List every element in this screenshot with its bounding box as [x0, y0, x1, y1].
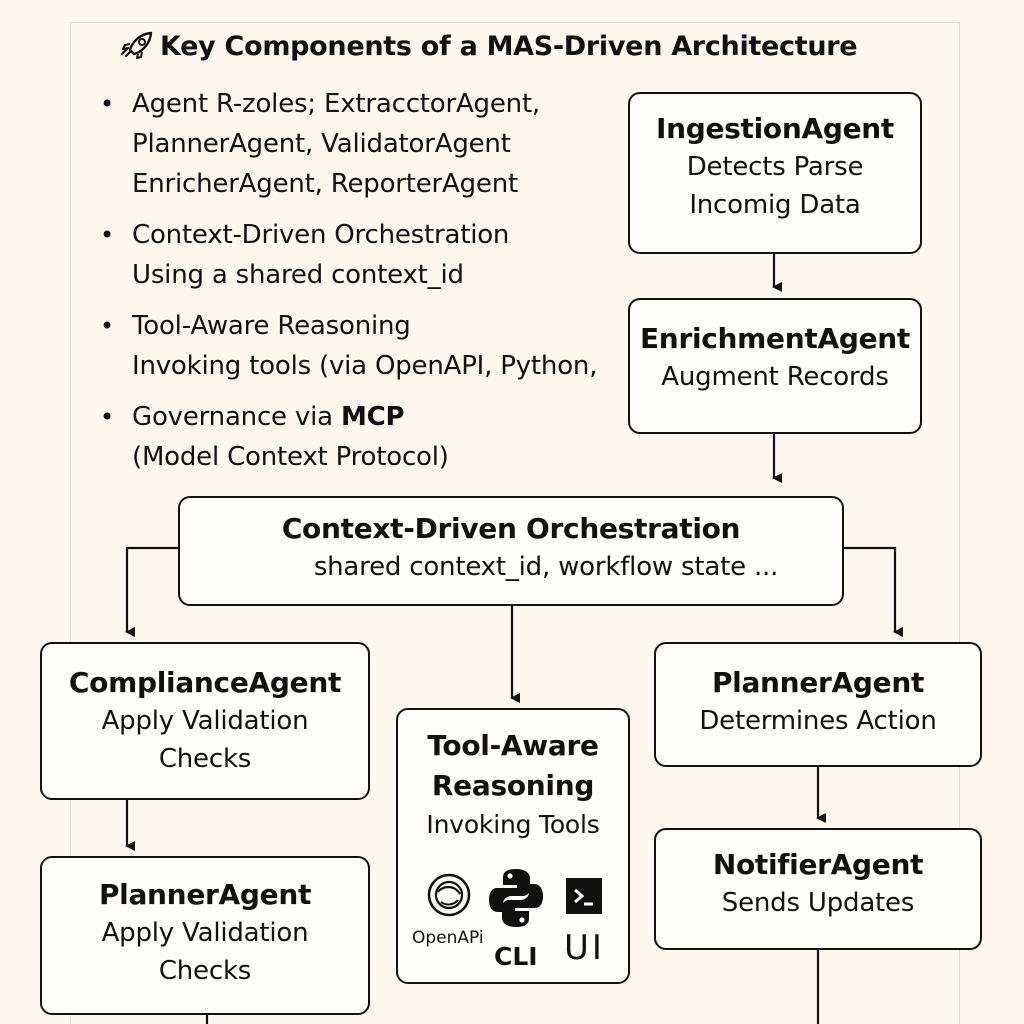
compliance-agent-title: ComplianceAgent: [68, 666, 342, 699]
list-item-line: (Model Context Protocol): [132, 442, 449, 472]
list-item-line: Invoking tools (via OpenAPI, Python,: [132, 351, 598, 381]
list-item-line: Agent R-zoles; ExtracctorAgent,: [132, 89, 540, 119]
compliance-agent-line: Apply Validation: [101, 706, 309, 736]
governance-mcp: MCP: [340, 402, 405, 432]
compliance-agent-box: ComplianceAgent Apply Validation Checks: [40, 642, 370, 800]
list-item-line: EnricherAgent, ReporterAgent: [132, 169, 518, 199]
list-item-line: PlannerAgent, ValidatorAgent: [132, 129, 511, 159]
tool-reasoning-box: Tool-Aware Reasoning Invoking Tools Open…: [396, 708, 630, 984]
notifier-agent-box: NotifierAgent Sends Updates: [654, 828, 982, 950]
orchestration-title: Context-Driven Orchestration: [281, 512, 741, 545]
enrichment-agent-title: EnrichmentAgent: [639, 322, 910, 355]
tool-reasoning-title: Tool-Aware: [427, 729, 599, 762]
list-item-line: Tool-Aware Reasoning: [132, 311, 411, 341]
planner-agent-left-box: PlannerAgent Apply Validation Checks: [40, 856, 370, 1015]
list-item-orchestration: Context-Driven Orchestration Using a sha…: [100, 215, 620, 295]
ui-label: UI: [564, 928, 605, 968]
list-item-tool-reasoning: Tool-Aware Reasoning Invoking tools (via…: [100, 306, 620, 386]
enrichment-agent-line: Augment Records: [661, 362, 889, 392]
planner-agent-right-box: PlannerAgent Determines Action: [654, 642, 982, 767]
ingestion-agent-box: IngestionAgent Detects Parse Incomig Dat…: [628, 92, 922, 254]
diagram-title-text: Key Components of a MAS-Driven Architect…: [160, 31, 858, 62]
tool-reasoning-line: Invoking Tools: [426, 810, 600, 839]
planner-agent-left-title: PlannerAgent: [98, 878, 312, 911]
enrichment-agent-box: EnrichmentAgent Augment Records: [628, 298, 922, 434]
planner-agent-left-line: Apply Validation: [101, 918, 309, 948]
notifier-agent-line: Sends Updates: [721, 888, 915, 918]
tool-icons-row: OpenAPi CLI UI: [398, 869, 628, 982]
rocket-icon: [120, 31, 153, 59]
terminal-icon: [566, 878, 602, 914]
planner-agent-right-title: PlannerAgent: [711, 666, 925, 699]
list-item-line: Governance via MCP: [132, 397, 620, 437]
list-item-agent-roles: Agent R-zoles; ExtracctorAgent, PlannerA…: [100, 84, 620, 204]
tool-reasoning-title: Reasoning: [431, 769, 595, 802]
python-icon: [489, 869, 543, 927]
openapi-icon: [427, 873, 471, 917]
list-item-governance: Governance via MCP (Model Context Protoc…: [100, 397, 620, 477]
planner-agent-left-line: Checks: [158, 956, 252, 986]
orchestration-line: shared context_id, workflow state ...: [313, 552, 779, 582]
governance-prefix: Governance via: [132, 402, 341, 432]
ingestion-agent-title: IngestionAgent: [655, 112, 895, 145]
cli-label: CLI: [494, 942, 538, 971]
ingestion-agent-line: Detects Parse: [686, 152, 864, 182]
component-list: Agent R-zoles; ExtracctorAgent, PlannerA…: [100, 84, 620, 488]
notifier-agent-title: NotifierAgent: [712, 848, 924, 881]
compliance-agent-line: Checks: [158, 744, 252, 774]
orchestration-box: Context-Driven Orchestration shared cont…: [178, 496, 844, 606]
ingestion-agent-line: Incomig Data: [689, 190, 861, 220]
list-item-line: Using a shared context_id: [132, 260, 464, 290]
list-item-line: Context-Driven Orchestration: [132, 220, 510, 250]
planner-agent-right-line: Determines Action: [699, 706, 937, 736]
openapi-label: OpenAPi: [412, 928, 484, 948]
diagram-title: Key Components of a MAS-Driven Architect…: [118, 30, 858, 62]
page-frame: [70, 22, 960, 1024]
